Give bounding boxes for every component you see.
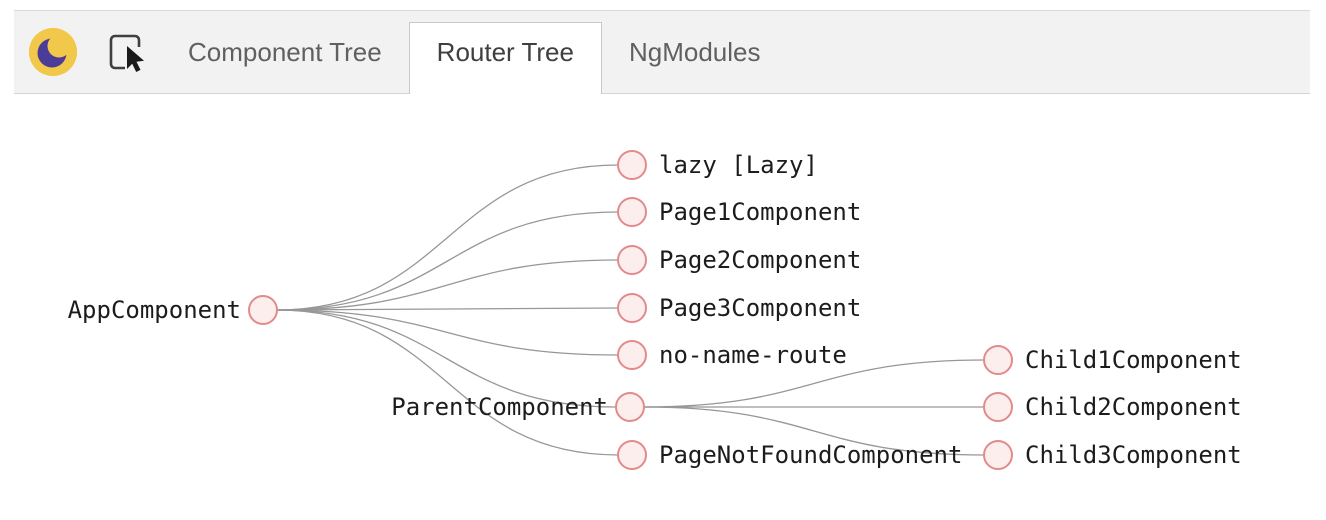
router-node-label-page1: Page1Component: [659, 198, 861, 226]
router-node-label-page2: Page2Component: [659, 246, 861, 274]
router-node-circle-lazy[interactable]: [617, 150, 647, 180]
router-link-app-lazy: [276, 164, 619, 311]
tab-component-tree[interactable]: Component Tree: [188, 36, 382, 67]
router-node-label-noname: no-name-route: [659, 341, 847, 369]
tab-ngmodules[interactable]: NgModules: [628, 36, 761, 67]
router-link-app-parent: [276, 309, 617, 408]
theme-toggle-button[interactable]: [29, 28, 77, 76]
router-node-circle-page2[interactable]: [617, 245, 647, 275]
router-node-circle-child2[interactable]: [983, 392, 1013, 422]
router-node-circle-page1[interactable]: [617, 197, 647, 227]
router-link-app-page2: [276, 259, 619, 311]
router-tree-nodes: [248, 150, 1013, 470]
router-link-app-noname: [276, 309, 619, 356]
router-node-label-app: AppComponent: [68, 296, 241, 324]
router-node-label-notfound: PageNotFoundComponent: [659, 441, 962, 469]
router-link-app-page3: [276, 307, 619, 311]
devtools-toolbar: Component Tree Router Tree NgModules: [14, 10, 1310, 94]
router-node-label-child1: Child1Component: [1025, 346, 1242, 374]
router-node-circle-app[interactable]: [248, 295, 278, 325]
router-node-circle-noname[interactable]: [617, 340, 647, 370]
router-node-label-parent: ParentComponent: [391, 393, 608, 421]
router-tree-labels: AppComponent lazy [Lazy] Page1ComponentPag…: [68, 151, 1242, 469]
router-tree-links: [276, 164, 985, 456]
router-node-label-lazy: lazy [Lazy]: [659, 151, 818, 179]
router-node-circle-child1[interactable]: [983, 345, 1013, 375]
router-node-label-page3: Page3Component: [659, 294, 861, 322]
router-node-circle-parent[interactable]: [615, 392, 645, 422]
router-node-circle-page3[interactable]: [617, 293, 647, 323]
inspect-element-button[interactable]: [105, 30, 149, 74]
router-node-circle-notfound[interactable]: [617, 440, 647, 470]
router-link-parent-child1: [643, 359, 985, 408]
router-node-label-child3: Child3Component: [1025, 441, 1242, 469]
tab-bar: Component Tree Router Tree NgModules: [161, 11, 787, 94]
moon-icon: [29, 28, 77, 76]
tab-router-tree[interactable]: Router Tree: [408, 22, 602, 94]
router-link-parent-child3: [643, 406, 985, 456]
router-link-app-page1: [276, 211, 619, 311]
inspect-element-icon: [109, 34, 144, 72]
router-node-label-child2: Child2Component: [1025, 393, 1242, 421]
router-node-circle-child3[interactable]: [983, 440, 1013, 470]
router-link-app-notfound: [276, 309, 619, 456]
